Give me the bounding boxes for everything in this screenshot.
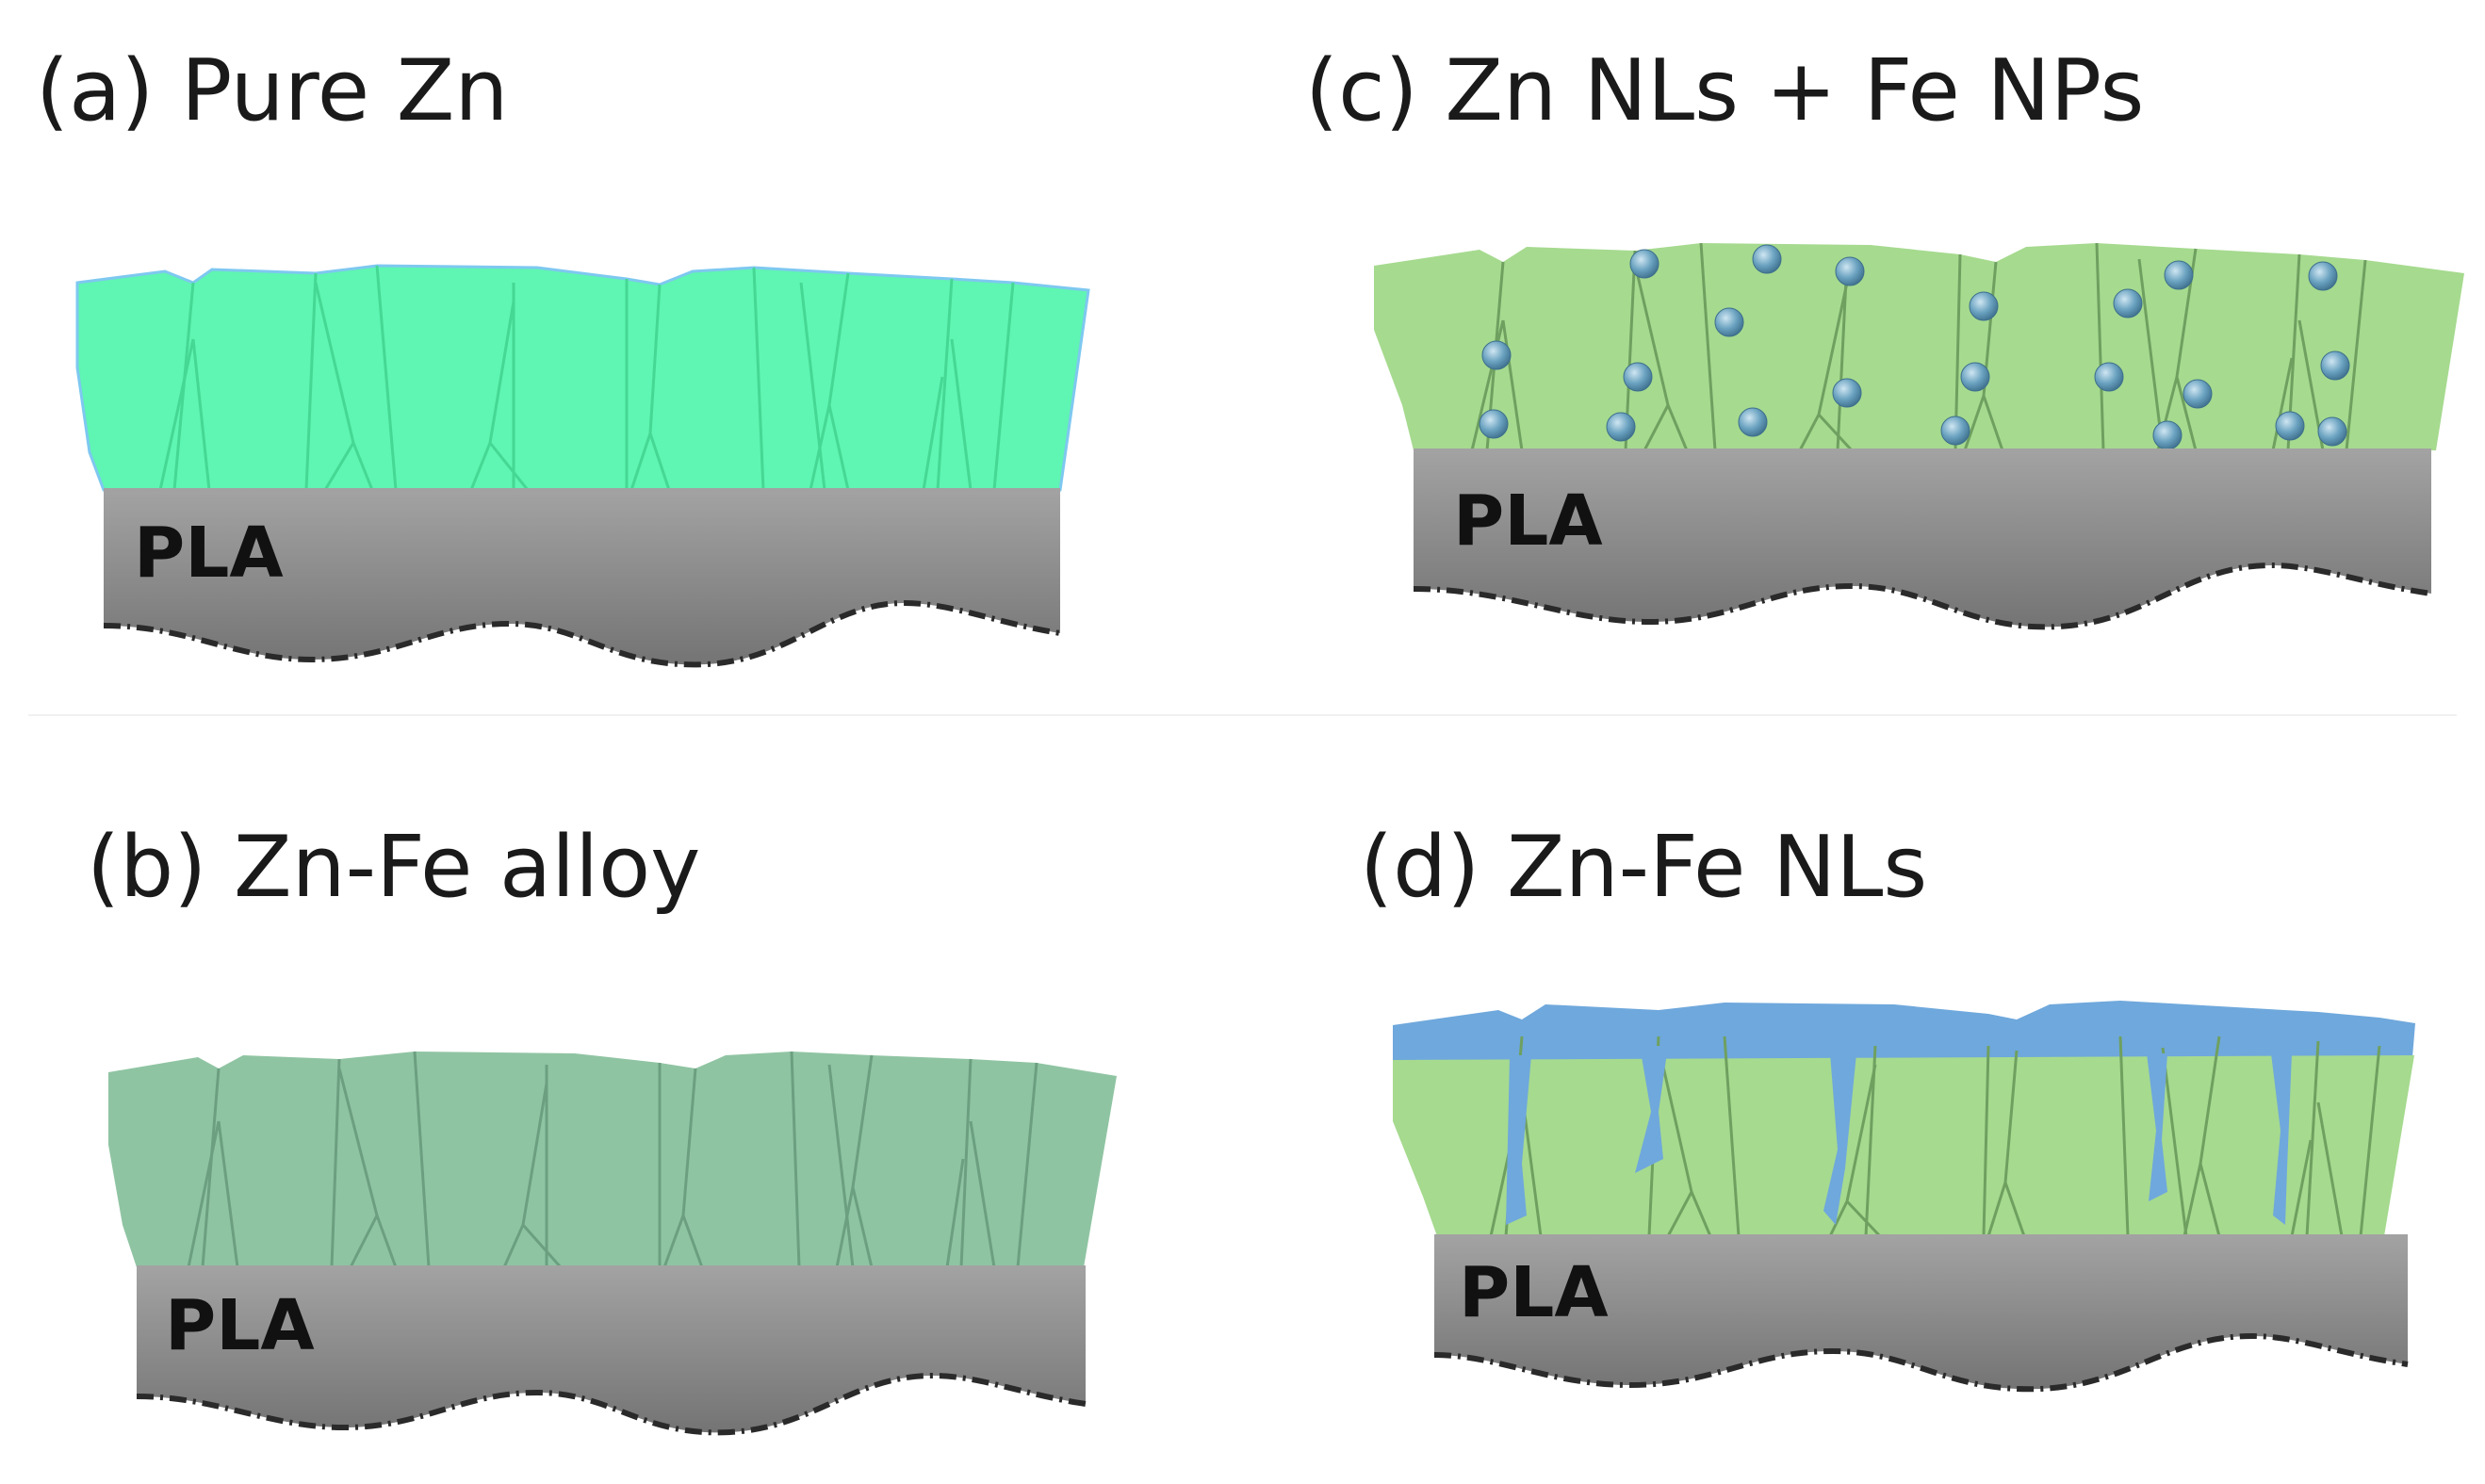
fe-nanoparticle <box>1738 407 1768 437</box>
fe-nanoparticle <box>1606 412 1636 442</box>
pla-broken-edge <box>136 1372 1087 1436</box>
fe-nanoparticle <box>1623 362 1653 392</box>
fe-nanoparticles <box>1479 244 2350 450</box>
fe-wedge <box>2147 1053 2167 1201</box>
zn-grain-boundaries <box>158 265 1015 491</box>
fe-nanoparticle <box>1969 291 1999 321</box>
fe-nanoparticle <box>2275 411 2305 441</box>
panel-c: PLA <box>1374 242 2464 630</box>
pla-broken-edge <box>1413 562 2432 630</box>
fe-nanoparticle <box>2152 420 2183 450</box>
fe-grain-boundary-wedges <box>1506 1046 2292 1225</box>
panel-c-title: (c) Zn NLs + Fe NPs <box>1305 41 2145 140</box>
fe-nanoparticle <box>2320 351 2350 381</box>
fe-wedge <box>1823 1053 1856 1225</box>
pla-substrate <box>1434 1234 2408 1390</box>
fe-nanoparticle <box>1479 409 1509 439</box>
panel-a: PLA <box>75 264 1090 668</box>
fe-wedge <box>2271 1053 2292 1225</box>
fe-nanoparticle <box>1629 249 1659 279</box>
fe-wedge <box>1635 1046 1668 1173</box>
panel-d-title: (d) Zn-Fe NLs <box>1360 818 1928 917</box>
pla-substrate <box>1414 448 2431 628</box>
pla-broken-edge <box>1433 1332 2409 1393</box>
fe-nanoparticle <box>1960 362 1990 392</box>
fe-nanoparticle <box>1940 416 1970 446</box>
alloy-grain-boundaries <box>187 1051 1038 1268</box>
fe-nanoparticle <box>1832 378 1862 408</box>
panel-d: PLA <box>1393 1001 2415 1393</box>
fe-nanoparticle <box>2164 260 2194 290</box>
panel-separator <box>28 714 2457 716</box>
fe-nanoparticle <box>2094 362 2124 392</box>
fe-nanoparticle <box>1835 256 1865 286</box>
panel-b: PLA <box>108 1051 1117 1436</box>
pla-substrate <box>137 1265 1086 1433</box>
zn-nl-layer <box>1393 1055 2414 1236</box>
panel-a-title: (a) Pure Zn <box>36 41 509 140</box>
fe-nanoparticle <box>1714 307 1744 337</box>
pla-substrate <box>104 488 1060 665</box>
pla-label: PLA <box>1459 1252 1609 1333</box>
fe-nanoparticle <box>2317 416 2347 447</box>
fe-nanoparticle <box>1481 340 1512 370</box>
fe-nanoparticle <box>2113 288 2143 318</box>
pla-label: PLA <box>134 513 284 594</box>
fe-nanoparticle <box>1752 244 1782 274</box>
panel-b-title: (b) Zn-Fe alloy <box>87 818 701 917</box>
fe-wedge <box>1506 1055 1531 1225</box>
pla-label: PLA <box>165 1285 315 1366</box>
pure-zn-layer <box>75 264 1090 492</box>
pla-label: PLA <box>1453 481 1603 562</box>
fe-nanoparticle <box>2308 261 2338 291</box>
fe-top-layer <box>1393 1001 2415 1061</box>
fe-nanoparticle <box>2183 379 2213 409</box>
pla-broken-edge <box>103 599 1061 668</box>
